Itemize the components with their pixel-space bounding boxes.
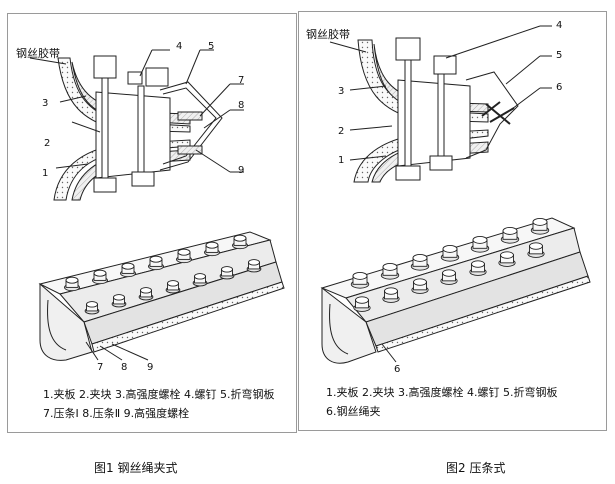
figure2-caption: 图2 压条式: [446, 461, 506, 475]
fig1-label-8: 8: [238, 100, 244, 111]
belt-edge-strip: [91, 281, 285, 353]
pressure-strip-2: [177, 145, 203, 155]
fig1-label-7: 7: [238, 75, 244, 86]
fig2-bolt-front-6: [498, 251, 516, 267]
bolt-head-top-right: [145, 67, 169, 87]
bolt-head-top-right-2: [433, 55, 457, 75]
fig1-label-2: 2: [44, 138, 50, 149]
fig1-label-4: 4: [176, 41, 182, 52]
fig2-bolt-back-1: [350, 271, 370, 289]
fig2-bolt-back-5: [470, 235, 490, 253]
fig2-label-3: 3: [338, 86, 344, 97]
clamp-hook: [39, 282, 93, 361]
bolt-shank-left: [101, 77, 109, 179]
fig1-bolt-back-5: [176, 248, 192, 264]
figure1-isometric-view: [38, 231, 285, 361]
fig1-bolt-front-3: [138, 287, 154, 301]
bolt-shank-right-2: [437, 73, 445, 157]
figure2-bolt-rows: [350, 217, 550, 312]
figure2-legend-line2: 6.钢丝绳夹: [326, 405, 381, 418]
figure1-bolt-rows: [64, 234, 262, 315]
pressure-strip-1: [177, 111, 203, 121]
fig1-bolt-front-1: [84, 301, 100, 315]
figure2-cross-section: [329, 25, 552, 183]
fig2-label-belt: 钢丝胶带: [306, 27, 350, 41]
figure1-callouts: 钢丝胶带 4 5 3 7 8 2 1 9: [16, 41, 244, 179]
fig2-bolt-front-5: [469, 260, 487, 276]
steel-cord-belt-2: [357, 39, 489, 123]
figure2-legend-line1: 1.夹板 2.夹块 3.高强度螺栓 4.螺钉 5.折弯钢板: [326, 386, 558, 399]
fig1-bolt-front-7: [246, 259, 262, 273]
fig2-label-5: 5: [556, 50, 562, 61]
fig1-bolt-back-1: [64, 276, 80, 292]
figure1-legend-line2: 7.压条Ⅰ 8.压条Ⅱ 9.高强度螺栓: [43, 407, 190, 420]
screw-head: [127, 71, 143, 85]
figure2-callouts: 钢丝胶带 4 5 6 3 2 1: [306, 20, 562, 166]
clamp-block-2: [397, 79, 471, 167]
fig2-bolt-front-2: [382, 287, 400, 303]
steel-cord-belt: [57, 57, 191, 133]
figure1-legend-line1: 1.夹板 2.夹块 3.高强度螺栓 4.螺钉 5.折弯钢板: [43, 388, 275, 401]
fig2-bolt-front-4: [440, 269, 458, 285]
bent-steel-plate: [159, 81, 223, 171]
figure1-caption: 图1 钢丝绳夹式: [94, 461, 178, 475]
fig1-bolt-back-6: [204, 241, 220, 257]
belt-edge-strip-2: [375, 275, 591, 353]
figure1-bottom-callouts: 7 8 9: [85, 341, 153, 373]
fig2-bolt-front-3: [411, 278, 429, 294]
fig2-bolt-front-7: [527, 242, 545, 258]
fig2-bolt-front-1: [353, 296, 371, 312]
fig1-label-belt: 钢丝胶带: [16, 46, 60, 60]
bolt-nut-bottom-right: [131, 171, 155, 187]
bolt-nut-bottom-left: [93, 177, 117, 193]
figure2-panel: [298, 11, 607, 431]
fig2-label-4: 4: [556, 20, 562, 31]
bolt-shank-left-2: [404, 59, 412, 167]
fig1-bolt-back-2: [92, 269, 108, 285]
fig1-bottom-label-9: 9: [147, 362, 153, 373]
fig2-bottom-label-6: 6: [394, 364, 400, 375]
fig2-bolt-back-7: [530, 217, 550, 235]
fig1-bolt-back-4: [148, 255, 164, 271]
fig1-bolt-back-7: [232, 234, 248, 250]
fig1-bolt-front-5: [192, 273, 208, 287]
fig2-label-6: 6: [556, 82, 562, 93]
fig1-label-1: 1: [42, 168, 48, 179]
bolt-head-top-left: [93, 55, 117, 79]
bent-steel-plate-2: [465, 71, 519, 159]
fig2-bolt-back-4: [440, 244, 460, 262]
fig1-bolt-back-3: [120, 262, 136, 278]
fig1-label-3: 3: [42, 98, 48, 109]
clamp-block: [95, 91, 171, 179]
fig1-label-9: 9: [238, 165, 244, 176]
fig1-label-5: 5: [208, 41, 214, 52]
figure1-cross-section: [29, 49, 244, 201]
fig1-bolt-front-2: [111, 294, 127, 308]
fig2-bolt-back-3: [410, 253, 430, 271]
fig2-bolt-back-6: [500, 226, 520, 244]
figure2-bottom-callouts: 6: [381, 343, 400, 375]
fig1-bolt-front-4: [165, 280, 181, 294]
bolt-shank-right: [137, 85, 145, 173]
figure1-legend: 1.夹板 2.夹块 3.高强度螺栓 4.螺钉 5.折弯钢板 7.压条Ⅰ 8.压条…: [43, 385, 274, 423]
fig2-label-1: 1: [338, 155, 344, 166]
fig1-bolt-front-6: [219, 266, 235, 280]
fig2-bolt-back-2: [380, 262, 400, 280]
fig1-bottom-label-8: 8: [121, 362, 127, 373]
fig1-bottom-label-7: 7: [97, 362, 103, 373]
fig2-label-2: 2: [338, 126, 344, 137]
figure2-legend: 1.夹板 2.夹块 3.高强度螺栓 4.螺钉 5.折弯钢板 6.钢丝绳夹: [326, 383, 557, 421]
